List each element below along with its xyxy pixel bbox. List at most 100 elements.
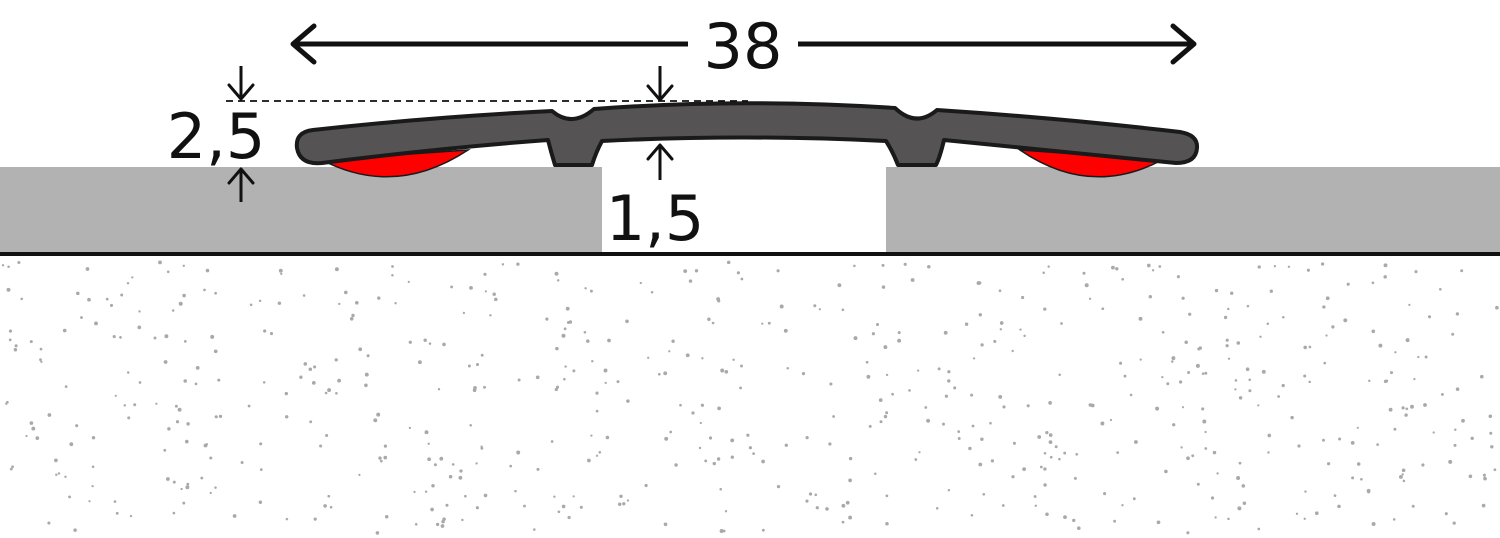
speckle-dot (91, 435, 96, 440)
speckle-dot (319, 444, 323, 448)
speckle-dot (536, 467, 540, 471)
speckle-dot (1161, 375, 1164, 379)
speckle-dot (595, 454, 599, 457)
speckle-dot (572, 495, 575, 498)
speckle-dot (6, 287, 11, 292)
speckle-dot (1246, 304, 1250, 308)
speckle-dot (776, 484, 781, 489)
thickness-label: 1,5 (606, 182, 705, 255)
speckle-dot (182, 293, 186, 298)
speckle-dot (391, 274, 394, 277)
width-label: 38 (704, 10, 783, 83)
speckle-dot (1195, 363, 1200, 368)
speckle-dot (1404, 413, 1408, 417)
speckle-dot (1020, 295, 1025, 300)
speckle-dot (805, 435, 809, 440)
speckle-dot (1269, 289, 1273, 293)
speckle-dot (461, 518, 464, 522)
speckle-dot (40, 360, 43, 364)
speckle-dot (550, 440, 554, 443)
speckle-dot (303, 362, 308, 366)
speckle-dot (837, 283, 842, 288)
speckle-dot (1438, 287, 1442, 291)
speckle-dot (313, 517, 317, 521)
speckle-dot (240, 461, 244, 464)
speckle-dot (561, 333, 566, 338)
speckle-dot (6, 400, 9, 404)
speckle-dot (171, 309, 175, 312)
speckle-dot (1049, 455, 1053, 459)
speckle-dot (1261, 369, 1266, 374)
speckle-dot (1180, 446, 1183, 449)
speckle-dot (431, 483, 435, 488)
speckle-dot (603, 368, 608, 373)
speckle-dot (605, 435, 610, 440)
speckle-dot (1188, 312, 1192, 316)
speckle-dot (1414, 270, 1418, 274)
speckle-dot (182, 264, 185, 267)
speckle-dot (263, 329, 267, 333)
speckle-dot (866, 374, 871, 379)
speckle-dot (545, 317, 549, 321)
speckle-dot (182, 501, 186, 505)
speckle-dot (349, 316, 354, 321)
speckle-dot (105, 297, 109, 301)
speckle-dot (1227, 307, 1230, 311)
speckle-dot (383, 444, 387, 448)
speckle-dot (1176, 275, 1180, 279)
speckle-dot (1383, 263, 1388, 268)
speckle-dot (327, 388, 332, 393)
speckle-dot (1039, 465, 1043, 469)
speckle-dot (730, 438, 735, 443)
speckle-dot (752, 452, 755, 455)
speckle-dot (184, 439, 189, 444)
speckle-dot (1100, 421, 1105, 426)
speckle-dot (379, 459, 383, 463)
speckle-dot (480, 445, 483, 448)
speckle-dot (533, 528, 536, 531)
speckle-dot (172, 511, 176, 515)
speckle-dot (408, 426, 412, 430)
speckle-dot (999, 328, 1002, 331)
speckle-dot (87, 297, 91, 302)
speckle-dot (1237, 506, 1242, 511)
speckle-dot (138, 310, 141, 313)
speckle-dot (489, 314, 492, 317)
speckle-dot (1277, 395, 1280, 398)
speckle-dot (284, 391, 288, 396)
speckle-dot (1043, 483, 1047, 487)
speckle-dot (1201, 372, 1205, 375)
speckle-dot (878, 398, 883, 402)
speckle-dot (998, 289, 1002, 293)
speckle-dot (980, 343, 984, 347)
speckle-dot (516, 262, 520, 266)
speckle-dot (1139, 358, 1142, 361)
speckle-dot (439, 456, 444, 461)
speckle-dot (414, 522, 418, 526)
speckle-dot (944, 394, 949, 398)
speckle-dot (953, 386, 957, 390)
speckle-dot (1482, 473, 1486, 477)
speckle-dot (258, 299, 262, 303)
speckle-dot (943, 330, 948, 335)
speckle-dot (1470, 436, 1474, 440)
speckle-dot (172, 480, 176, 484)
speckle-dot (373, 418, 378, 423)
speckle-dot (563, 327, 567, 331)
speckle-dot (1084, 283, 1089, 288)
speckle-dot (375, 531, 380, 535)
speckle-dot (1075, 452, 1079, 456)
speckle-dot (1121, 277, 1125, 281)
speckle-dot (174, 404, 178, 408)
speckle-dot (1325, 334, 1328, 337)
speckle-dot (76, 291, 80, 296)
speckle-dot (112, 335, 116, 339)
speckle-dot (1113, 519, 1117, 523)
speckle-dot (567, 515, 571, 520)
speckle-dot (1413, 377, 1416, 381)
speckle-dot (767, 321, 771, 325)
arrow-up-icon (646, 143, 674, 161)
speckle-dot (1234, 379, 1238, 382)
speckle-dot (565, 306, 570, 311)
speckle-dot (647, 356, 650, 359)
